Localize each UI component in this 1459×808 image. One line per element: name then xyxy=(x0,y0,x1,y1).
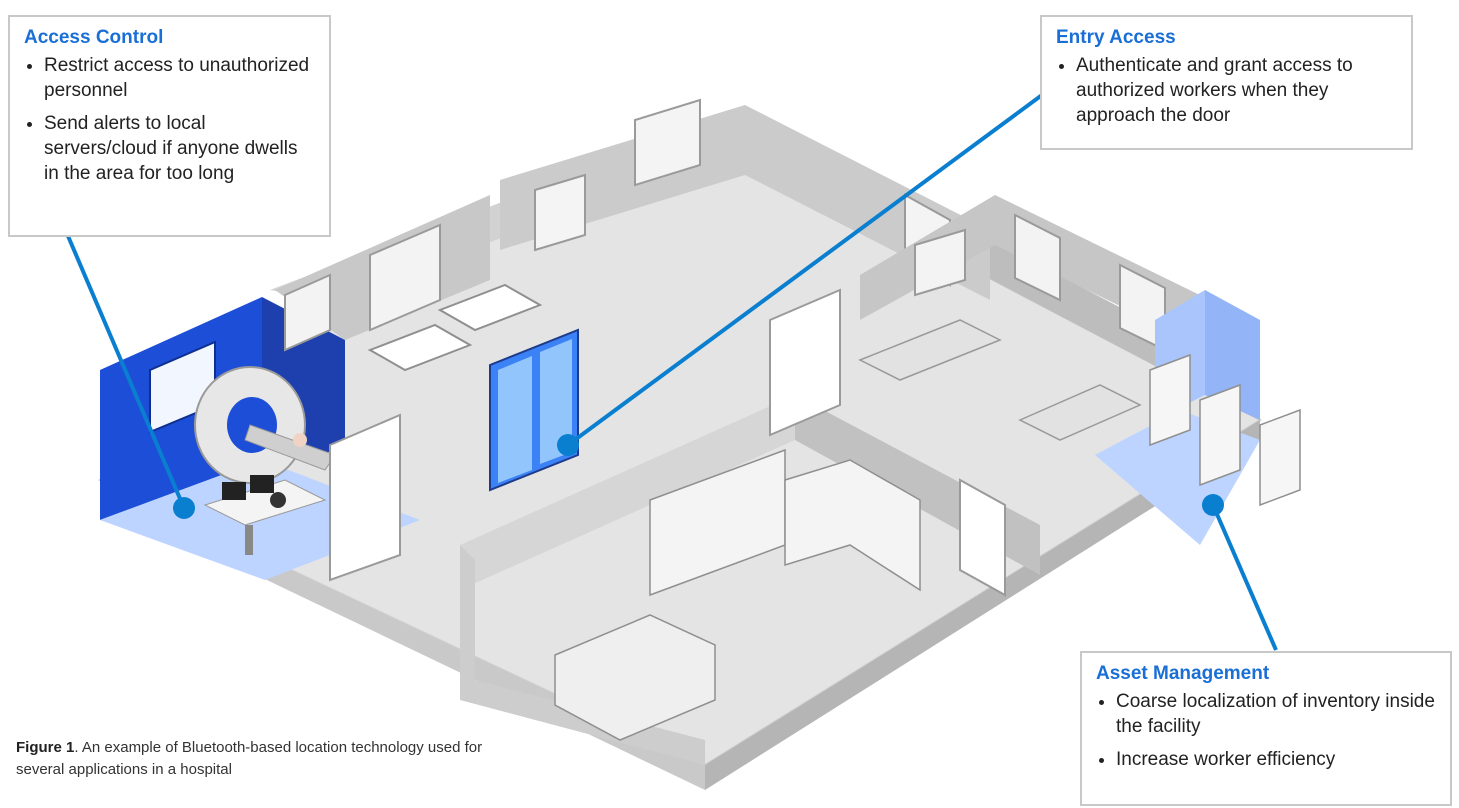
list-item: Authenticate and grant access to authori… xyxy=(1076,53,1397,128)
mri-door xyxy=(329,413,401,582)
storage-room-wall xyxy=(1205,290,1260,420)
hospital-beds xyxy=(367,283,543,372)
connector-entry-access xyxy=(566,93,1044,447)
pharmacy-door xyxy=(959,478,1006,597)
list-item: Send alerts to local servers/cloud if an… xyxy=(44,111,315,186)
callout-asset-management: Asset Management Coarse localization of … xyxy=(1080,651,1452,806)
beacon-dot-asset-management xyxy=(1202,494,1224,516)
callout-access-control: Access Control Restrict access to unauth… xyxy=(8,15,331,237)
caption-label: Figure 1 xyxy=(16,739,75,756)
callout-title: Asset Management xyxy=(1096,663,1270,684)
waiting-area-wall xyxy=(860,195,1210,350)
callout-list: Coarse localization of inventory inside … xyxy=(1096,689,1436,772)
reception-desk xyxy=(554,614,716,741)
ward-door xyxy=(769,288,841,437)
connector-access-control xyxy=(66,235,186,509)
operating-room-wall xyxy=(500,105,990,300)
beacon-dot-access-control xyxy=(173,497,195,519)
callout-list: Authenticate and grant access to authori… xyxy=(1056,53,1397,128)
callout-list: Restrict access to unauthorized personne… xyxy=(24,53,315,186)
entry-door xyxy=(489,328,579,492)
callout-title: Access Control xyxy=(24,27,164,48)
list-item: Restrict access to unauthorized personne… xyxy=(44,53,315,103)
pharmacy-cabinets xyxy=(649,448,921,597)
pharmacy-wall-left xyxy=(460,395,795,590)
storage-shelves xyxy=(1149,353,1301,507)
building-base-right xyxy=(705,420,1260,790)
waiting-chairs xyxy=(858,319,1142,441)
beacon-dot-entry-access xyxy=(557,434,579,456)
reception-front-wall xyxy=(460,545,705,765)
windows-waiting xyxy=(914,213,1166,352)
callout-entry-access: Entry Access Authenticate and grant acce… xyxy=(1040,15,1413,150)
list-item: Coarse localization of inventory inside … xyxy=(1116,689,1436,739)
control-desk xyxy=(203,475,327,555)
callout-title: Entry Access xyxy=(1056,27,1176,48)
figure-caption: Figure 1. An example of Bluetooth-based … xyxy=(16,737,496,781)
caption-text: . An example of Bluetooth-based location… xyxy=(16,739,483,778)
windows-ward xyxy=(284,223,441,352)
list-item: Increase worker efficiency xyxy=(1116,747,1436,772)
connector-asset-management xyxy=(1211,504,1278,651)
